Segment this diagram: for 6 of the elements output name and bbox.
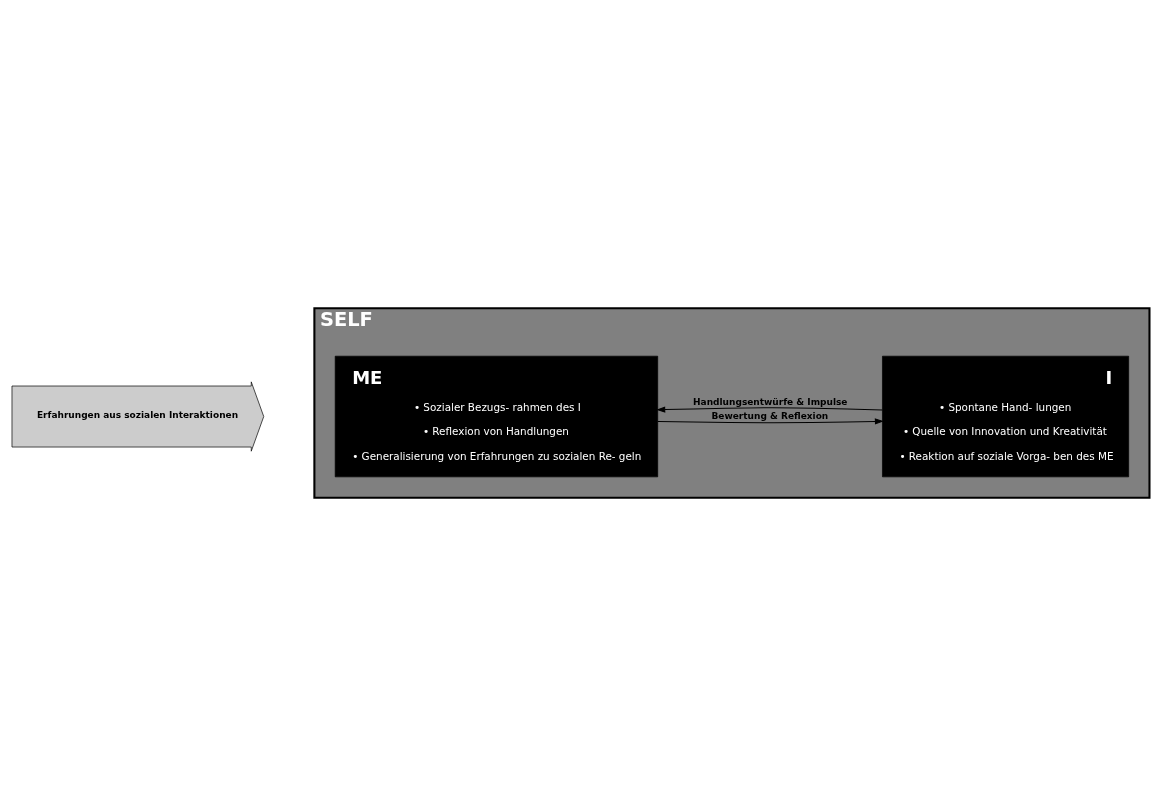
node-box: I • Spontane Hand- lungen • Quelle von Innovation und Kreativität • Reaktion auf soziale Vorga- ben des ME bbox=[882, 355, 1129, 477]
edge-label: Bewertung & Reflexion bbox=[711, 410, 829, 421]
arrow bbox=[656, 405, 883, 413]
node-box: ME • Sozialer Bezugs- rahmen des I • Reflexion von Handlungen • Generalisierung von Erfahrungen zu sozialen Re- geln bbox=[334, 355, 659, 477]
arrow bbox=[657, 417, 884, 425]
edge-label: Handlungsentwürfe & Impulse bbox=[693, 396, 848, 407]
